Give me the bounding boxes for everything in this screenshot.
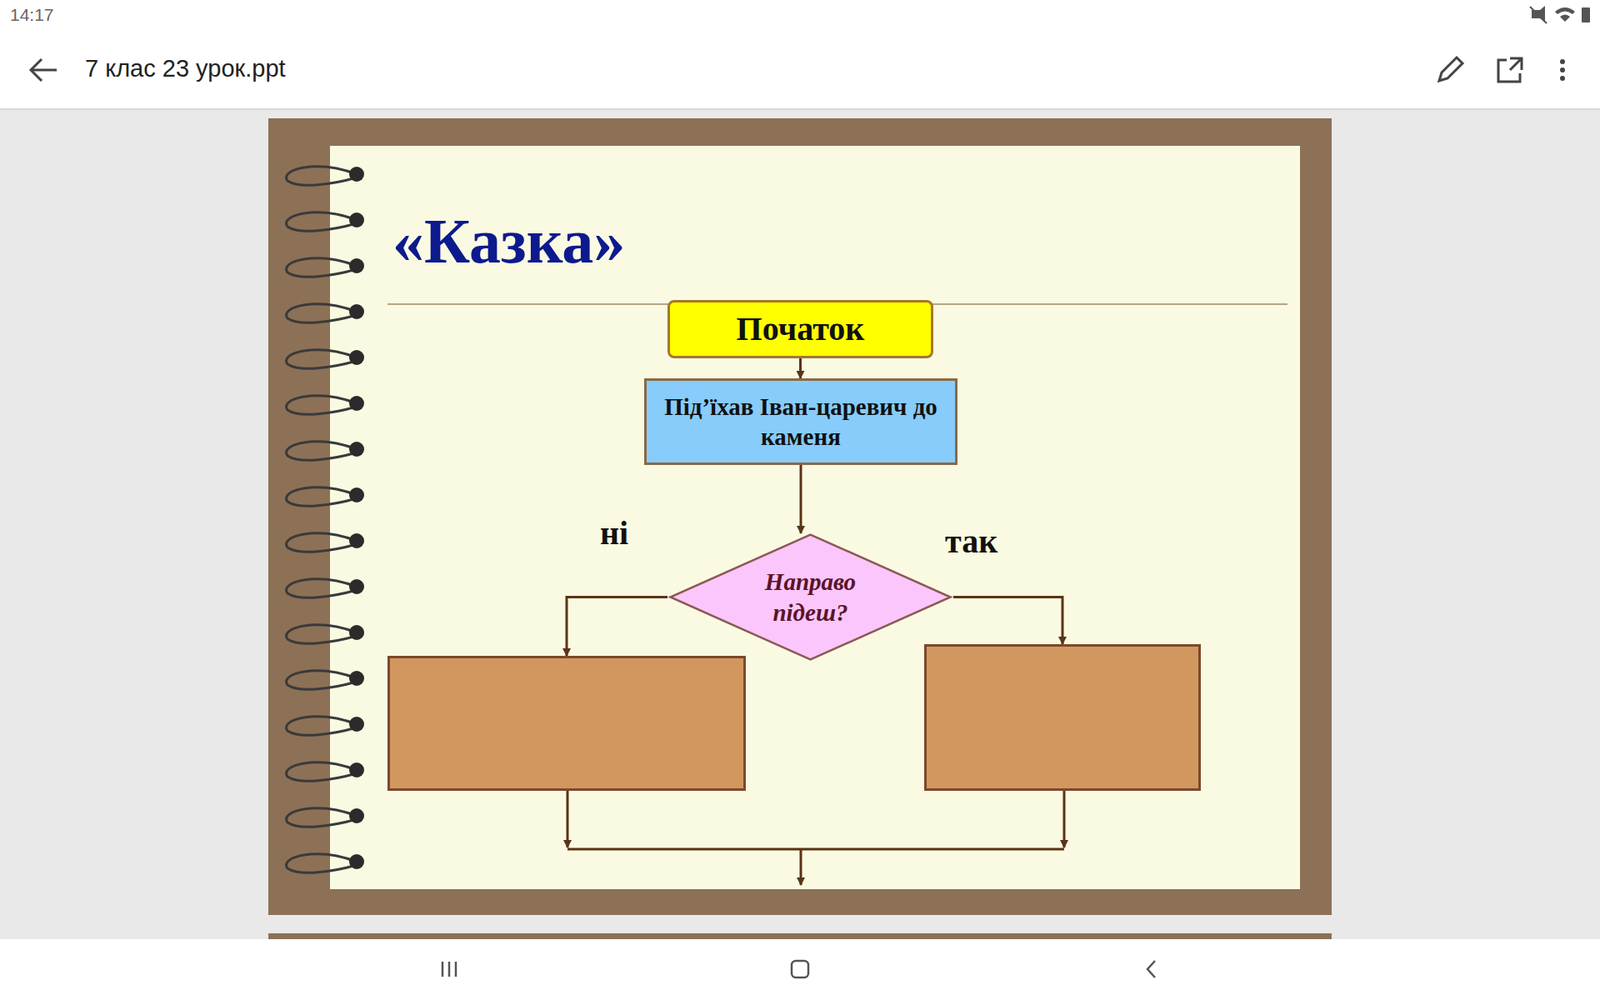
spiral-ring bbox=[286, 166, 357, 185]
spiral-hole bbox=[349, 258, 365, 274]
slide-paper bbox=[330, 145, 1300, 890]
spiral-ring bbox=[286, 304, 357, 323]
spiral-hole bbox=[349, 212, 365, 228]
empty-box bbox=[924, 644, 1201, 791]
spiral-hole bbox=[349, 166, 365, 182]
spiral-hole bbox=[349, 808, 365, 824]
spiral-hole bbox=[349, 350, 365, 365]
spiral-ring bbox=[286, 579, 357, 598]
slide-frame bbox=[268, 118, 1332, 915]
file-name: 7 клас 23 урок.ppt bbox=[85, 55, 286, 83]
spiral-hole bbox=[349, 533, 365, 549]
spiral-ring bbox=[286, 762, 357, 781]
spiral-hole bbox=[349, 395, 365, 411]
branch-label: так bbox=[941, 521, 1001, 561]
app-bar bbox=[0, 0, 1600, 110]
status-icons bbox=[1530, 5, 1590, 24]
spiral-hole bbox=[349, 762, 365, 778]
spiral-ring bbox=[286, 625, 357, 644]
slide-title: «Казка» bbox=[392, 205, 625, 278]
flow-arrow bbox=[566, 597, 668, 657]
flow-arrow bbox=[953, 597, 1063, 645]
process-box: Під’їхав Іван-царевич до каменя bbox=[644, 378, 958, 465]
spiral-ring bbox=[286, 487, 357, 506]
branch-label: ні bbox=[596, 513, 632, 553]
decision-diamond: Направо підеш? bbox=[667, 533, 954, 661]
spiral-hole bbox=[349, 854, 365, 870]
spiral-hole bbox=[349, 625, 365, 640]
diamond-outline bbox=[667, 533, 954, 661]
spiral-ring bbox=[286, 808, 357, 827]
spiral-ring bbox=[286, 716, 357, 735]
flow-arrow bbox=[800, 465, 803, 534]
merge-lines bbox=[567, 790, 1065, 885]
spiral-hole bbox=[349, 304, 365, 320]
menu-dots bbox=[1560, 59, 1565, 81]
empty-box bbox=[387, 655, 746, 791]
start-terminal: Початок bbox=[667, 300, 934, 359]
spiral-hole bbox=[349, 670, 365, 686]
spiral-ring bbox=[286, 212, 357, 231]
spiral-hole bbox=[349, 716, 365, 732]
spiral-ring bbox=[286, 441, 357, 460]
spiral-ring bbox=[286, 258, 357, 277]
spiral-ring bbox=[286, 533, 357, 552]
app-bar-shadow bbox=[0, 108, 1600, 110]
flow-arrow bbox=[799, 358, 802, 379]
nav-bar bbox=[0, 939, 1600, 1000]
nav-icons bbox=[442, 960, 1155, 978]
spiral-hole bbox=[349, 441, 365, 457]
spiral-ring bbox=[286, 670, 357, 690]
spiral-ring bbox=[286, 350, 357, 369]
node-text: Направо підеш? bbox=[725, 566, 895, 628]
notebook-spiral bbox=[286, 166, 365, 873]
spiral-ring bbox=[286, 854, 357, 873]
status-time: 14:17 bbox=[10, 5, 55, 25]
next-slide-frame bbox=[268, 933, 1332, 940]
node-text: Під’їхав Іван-царевич до каменя bbox=[658, 391, 944, 453]
spiral-hole bbox=[349, 579, 365, 595]
spiral-ring bbox=[286, 395, 357, 415]
node-text: Початок bbox=[736, 308, 865, 350]
spiral-hole bbox=[349, 487, 365, 503]
